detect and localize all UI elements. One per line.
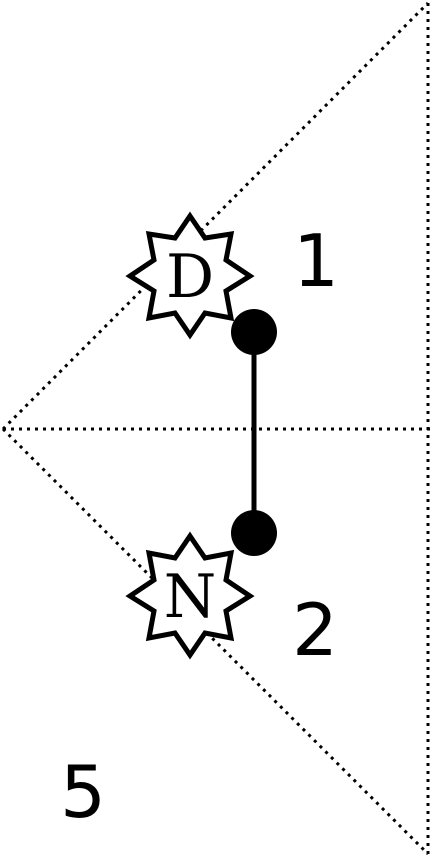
bottom-star-icon <box>125 531 255 660</box>
label-region-2: 2 <box>292 588 338 672</box>
top-node-dot <box>231 309 277 355</box>
bottom-node-dot <box>231 510 277 556</box>
bottom-star-letter: N <box>164 562 217 632</box>
label-region-5: 5 <box>60 750 106 834</box>
top-star-icon <box>125 211 255 340</box>
bottom-star-marker: N <box>125 531 255 660</box>
top-star-letter: D <box>166 242 214 312</box>
label-region-1: 1 <box>293 219 339 303</box>
top-star-marker: D <box>125 211 255 340</box>
dotted-upper-diagonal <box>1 1 430 431</box>
